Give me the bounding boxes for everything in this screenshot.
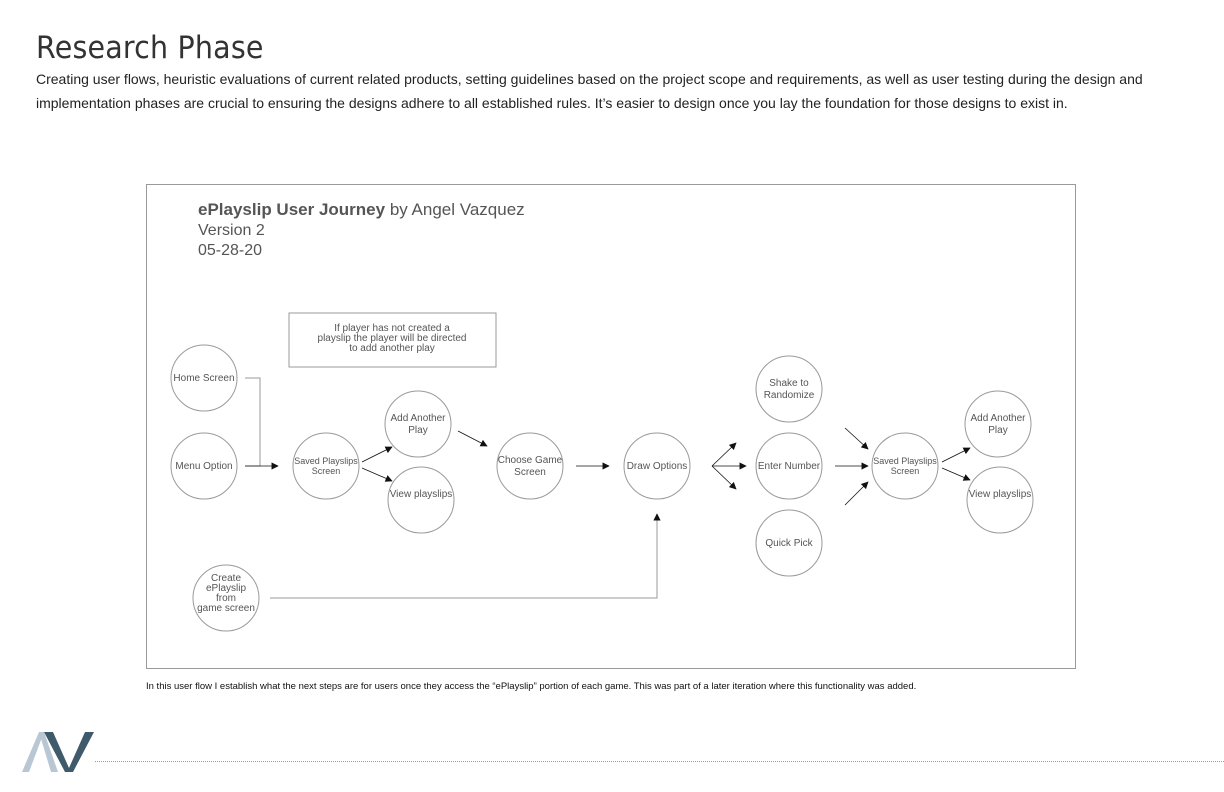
diagram-title-author: by Angel Vazquez — [385, 200, 525, 219]
node-label: Menu Option — [175, 461, 232, 472]
node-saved-playslips-2 — [871, 432, 939, 500]
connector-create-draw — [270, 520, 658, 599]
footer-rule — [95, 761, 1224, 762]
node-label: Saved Playslips — [873, 456, 937, 466]
node-label: Create — [211, 573, 241, 584]
node-saved-playslips — [292, 432, 360, 500]
node-label: Enter Number — [758, 461, 821, 472]
connector-home-menu — [245, 377, 261, 467]
node-label: game screen — [197, 603, 255, 614]
node-choose-game — [496, 432, 564, 500]
av-logo — [22, 732, 94, 772]
node-add-another-play — [384, 390, 452, 458]
arrow-add-choose — [457, 430, 488, 447]
arrows — [245, 427, 971, 521]
intro-paragraph: Creating user flows, heuristic evaluatio… — [36, 71, 1143, 111]
diagram-header: ePlayslip User Journey by Angel Vazquez … — [198, 200, 525, 261]
node-label: Saved Playslips — [294, 456, 358, 466]
node-label: ePlayslip — [206, 583, 246, 594]
node-label: Screen — [514, 467, 546, 478]
diagram-date: 05-28-20 — [198, 242, 263, 259]
note-box: If player has not created a playslip the… — [288, 312, 497, 368]
node-label: Screen — [891, 466, 920, 476]
node-label: Quick Pick — [765, 538, 813, 549]
diagram-version: Version 2 — [198, 222, 265, 239]
node-labels: Home Screen Menu Option Saved Playslips … — [173, 373, 1031, 614]
node-label: Play — [408, 425, 427, 436]
node-view-playslips — [387, 466, 455, 534]
diagram-frame — [146, 184, 1076, 669]
node-label: View playslips — [969, 489, 1032, 500]
arrow-shake-saved — [844, 427, 869, 450]
node-label: Draw Options — [627, 461, 688, 472]
node-label: Randomize — [764, 390, 815, 401]
flow-nodes — [170, 344, 1034, 632]
node-draw-options — [623, 432, 691, 500]
node-label: Home Screen — [173, 373, 234, 384]
node-label: Add Another — [390, 413, 446, 424]
node-menu-option — [170, 432, 238, 500]
note-line: If player has not created a — [334, 323, 450, 334]
node-label: View playslips — [390, 489, 453, 500]
node-add-another-play-2 — [964, 390, 1032, 458]
node-home-screen — [170, 344, 238, 412]
node-label: Shake to — [769, 378, 809, 389]
node-enter-number — [755, 432, 823, 500]
node-label: Add Another — [970, 413, 1026, 424]
node-create-eplayslip — [192, 564, 260, 632]
diagram-title-bold: ePlayslip User Journey — [198, 200, 386, 219]
note-line: to add another play — [349, 343, 435, 354]
arrow-quick-saved — [844, 481, 869, 506]
note-line: playslip the player will be directed — [318, 333, 467, 344]
diagram-caption: In this user flow I establish what the n… — [146, 681, 917, 692]
page-title: Research Phase — [36, 30, 264, 66]
arrow-saved-add2 — [941, 447, 971, 463]
arrow-draw-shake — [711, 442, 737, 467]
diagram-title: ePlayslip User Journey by Angel Vazquez — [198, 200, 525, 221]
node-label: Play — [988, 425, 1007, 436]
node-view-playslips-2 — [966, 466, 1034, 534]
arrow-saved-view — [361, 467, 393, 482]
arrow-saved-view2 — [941, 467, 971, 481]
node-quick-pick — [755, 509, 823, 577]
node-label: Choose Game — [498, 455, 563, 466]
node-label: from — [216, 593, 236, 604]
arrow-saved-add — [361, 446, 393, 463]
arrow-draw-quick — [711, 465, 737, 490]
node-shake-randomize — [755, 355, 823, 423]
node-label: Screen — [312, 466, 341, 476]
